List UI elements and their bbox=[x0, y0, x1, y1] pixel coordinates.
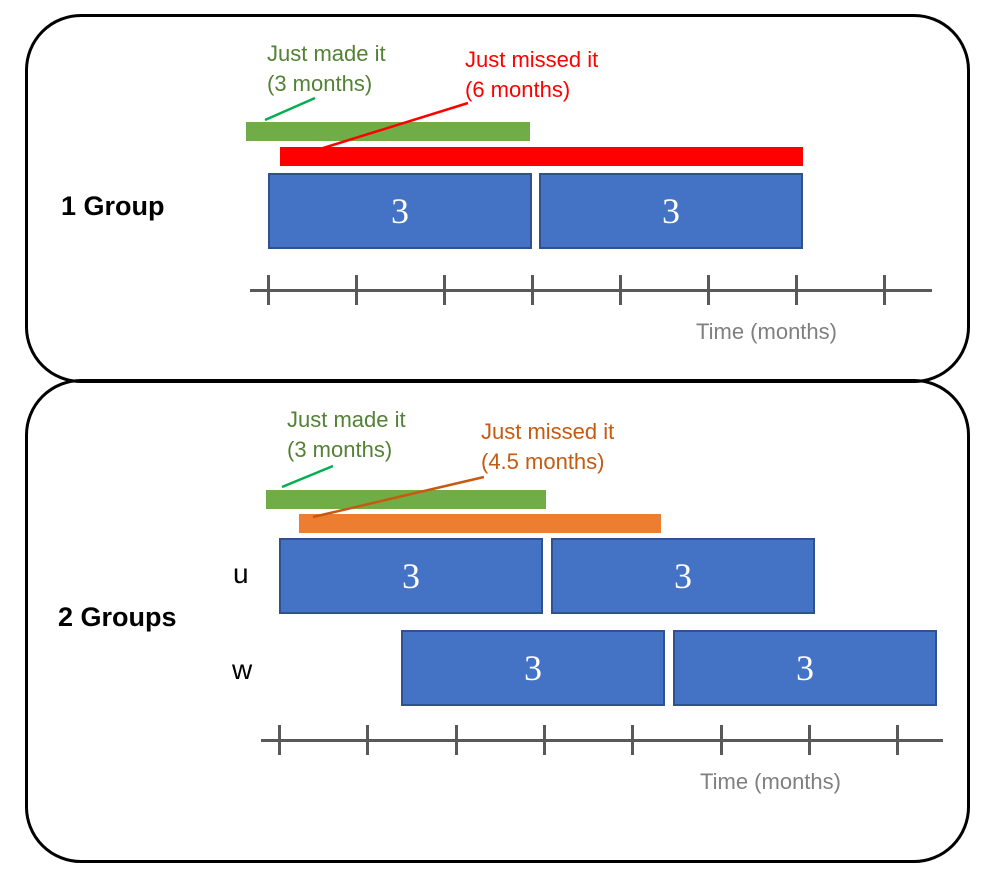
axis-tick bbox=[720, 725, 723, 755]
axis-tick bbox=[366, 725, 369, 755]
made-annotation: Just made it (3 months) bbox=[267, 39, 386, 99]
made-annotation: Just made it (3 months) bbox=[287, 405, 406, 465]
made-duration-bar bbox=[246, 122, 530, 141]
axis-tick bbox=[619, 275, 622, 305]
axis-tick bbox=[455, 725, 458, 755]
time-axis bbox=[250, 289, 932, 292]
row-label-u: u bbox=[233, 558, 249, 589]
made-duration-bar bbox=[266, 490, 546, 509]
cycle-box: 3 bbox=[401, 630, 665, 706]
cycle-box-value: 3 bbox=[402, 556, 420, 596]
missed-annotation: Just missed it (6 months) bbox=[465, 45, 598, 105]
cycle-box: 3 bbox=[551, 538, 815, 614]
axis-tick bbox=[808, 725, 811, 755]
missed-annotation-line2: (4.5 months) bbox=[481, 449, 605, 474]
panel-2-title: 2 Groups bbox=[58, 602, 177, 632]
axis-tick bbox=[267, 275, 270, 305]
made-annotation-line1: Just made it bbox=[287, 407, 406, 432]
missed-duration-bar bbox=[299, 514, 661, 533]
panel-2-groups: 2 Groups Just made it (3 months) Just mi… bbox=[25, 379, 970, 863]
panel-1-title: 1 Group bbox=[61, 191, 165, 221]
axis-tick bbox=[355, 275, 358, 305]
missed-duration-bar bbox=[280, 147, 803, 166]
cycle-box-value: 3 bbox=[524, 648, 542, 688]
axis-tick bbox=[543, 725, 546, 755]
time-axis-label: Time (months) bbox=[700, 769, 841, 794]
missed-annotation: Just missed it (4.5 months) bbox=[481, 417, 614, 477]
missed-annotation-line1: Just missed it bbox=[481, 419, 615, 444]
cycle-box: 3 bbox=[539, 173, 803, 249]
cycle-box-value: 3 bbox=[662, 191, 680, 231]
time-axis-label: Time (months) bbox=[696, 319, 837, 344]
axis-tick bbox=[896, 725, 899, 755]
cycle-box: 3 bbox=[673, 630, 937, 706]
cycle-box: 3 bbox=[268, 173, 532, 249]
made-leader-line bbox=[281, 464, 334, 489]
axis-tick bbox=[278, 725, 281, 755]
cycle-box-value: 3 bbox=[674, 556, 692, 596]
missed-annotation-line1: Just missed it bbox=[465, 47, 599, 72]
made-annotation-line2: (3 months) bbox=[267, 71, 373, 96]
made-annotation-line2: (3 months) bbox=[287, 437, 393, 462]
cycle-box: 3 bbox=[279, 538, 543, 614]
cycle-box-value: 3 bbox=[391, 191, 409, 231]
row-label-w: w bbox=[232, 654, 253, 685]
axis-tick bbox=[883, 275, 886, 305]
cycle-box-value: 3 bbox=[796, 648, 814, 688]
time-axis bbox=[261, 739, 943, 742]
missed-annotation-line2: (6 months) bbox=[465, 77, 571, 102]
axis-tick bbox=[707, 275, 710, 305]
axis-tick bbox=[531, 275, 534, 305]
made-leader-line bbox=[264, 96, 316, 122]
axis-tick bbox=[631, 725, 634, 755]
axis-tick bbox=[795, 275, 798, 305]
made-annotation-line1: Just made it bbox=[267, 41, 386, 66]
panel-1-group: 1 Group Just made it (3 months) Just mis… bbox=[25, 14, 970, 383]
axis-tick bbox=[443, 275, 446, 305]
